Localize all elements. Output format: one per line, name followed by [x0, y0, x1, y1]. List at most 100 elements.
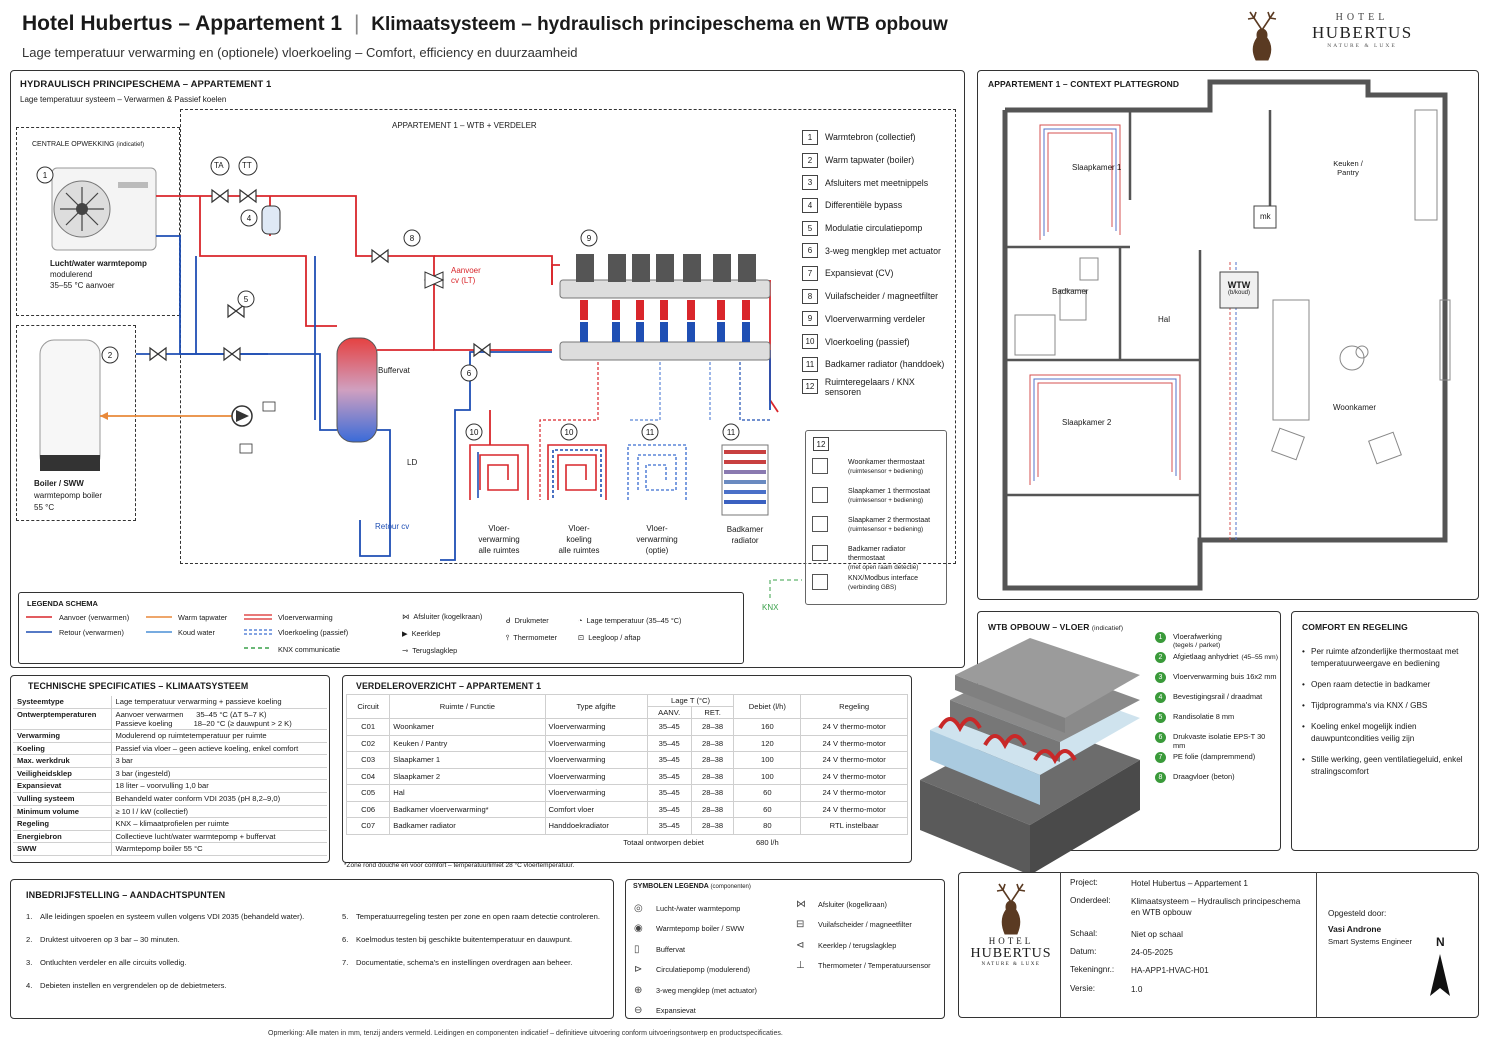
item-text: Temperatuurregeling testen per zone en o… [356, 912, 600, 921]
spec-value: KNX – klimaatprofielen per ruimte [111, 817, 327, 831]
symbols-title: SYMBOLEN LEGENDA (componenten) [633, 883, 751, 890]
legend-sym-drukmeter: ᑯ Drukmeter [506, 616, 549, 625]
titleblock-divider-2 [1316, 872, 1317, 1018]
spec-key: SWW [13, 842, 112, 857]
table-cell: RTL instelbaar [800, 817, 908, 835]
col-ruimte: Ruimte / Functie [389, 694, 546, 719]
bullet: • [1302, 755, 1305, 764]
numlist-text: Vloerkoeling (passief) [825, 336, 910, 347]
symbol-label: Thermometer / Temperatuursensor [818, 961, 931, 971]
pump-icon: ⊳ [634, 964, 643, 976]
tb-value: HA-APP1-HVAC-H01 [1131, 965, 1315, 976]
spec-value-line: KNX – klimaatprofielen per ruimte [115, 819, 230, 829]
numlist-text: 3-weg mengklep met actuator [825, 245, 941, 256]
sensor-item: Slaapkamer 2 thermostaat(ruimtesensor + … [812, 516, 944, 545]
symbol-item: ⊳Circulatiepomp (modulerend) [634, 960, 794, 981]
item-text: Alle leidingen spoelen en systeem vullen… [40, 912, 305, 921]
svg-text:5: 5 [244, 295, 249, 304]
comfort-panel [1291, 611, 1479, 851]
commissioning-item: 1.Alle leidingen spoelen en systeem vull… [26, 912, 336, 935]
spec-value: Lage temperatuur verwarming + passieve k… [111, 696, 327, 710]
verdeler-title: VERDELEROVERZICHT – APPARTEMENT 1 [356, 681, 542, 691]
layer-number: 7 [1155, 752, 1166, 763]
central-generation-title: CENTRALE OPWEKKING (indicatief) [32, 141, 145, 148]
spec-value: Warmtepomp boiler 55 °C [111, 842, 327, 857]
legend-vloerverwarming: Vloerverwarming [278, 613, 333, 622]
floorplan-panel [977, 70, 1479, 600]
numlist-text: Modulatie circulatiepomp [825, 223, 923, 234]
col-ret: RET. [690, 706, 735, 719]
spec-key: Minimum volume [13, 805, 112, 819]
commissioning-item: 2.Druktest uitvoeren op 3 bar – 30 minut… [26, 935, 336, 958]
numlist-number: 4 [802, 197, 818, 213]
spec-key: Koeling [13, 742, 112, 756]
sensor-sub: (ruimtesensor + bediening) [848, 526, 924, 533]
commissioning-item: 6.Koelmodus testen bij geschikte buitent… [342, 935, 610, 958]
layer-title: Bevestigingsrail / draadmat [1173, 692, 1263, 701]
spec-value-line: ≥ 10 l / kW (collectief) [115, 806, 189, 816]
spec-value-line: 18 liter – voorvulling 1,0 bar [115, 781, 209, 791]
verdeler-table: Circuit Ruimte / Functie Type afgifte La… [345, 694, 908, 851]
comfort-item: •Open raam detectie in badkamer [1302, 679, 1472, 691]
symbol-item: ⊟Vuilafscheider / magneetfilter [796, 915, 944, 936]
comfort-item: •Stille werking, geen ventilatiegeluid, … [1302, 754, 1472, 778]
spec-value: Aanvoer verwarmen 35–45 °C (ΔT 5–7 K)Pas… [111, 708, 327, 731]
boiler-label: Boiler / SWW warmtepomp boiler 55 °C [34, 479, 103, 512]
thermostat-icon [812, 458, 828, 474]
tt-label: TT [242, 161, 252, 170]
room-keuken: Keuken /Pantry [1333, 159, 1363, 177]
thermometer-icon: ⊥ [796, 960, 805, 972]
svg-text:4: 4 [247, 214, 252, 223]
symbol-label: Afsluiter (kogelkraan) [818, 899, 887, 909]
spec-value: ≥ 10 l / kW (collectief) [111, 805, 327, 819]
item-text: Documentatie, schema's en instellingen o… [356, 958, 573, 967]
layer-number: 6 [1155, 732, 1166, 743]
numlist-number: 12 [802, 379, 818, 395]
drain-icons [239, 401, 276, 454]
commissioning-item: 7.Documentatie, schema's en instellingen… [342, 958, 610, 981]
low-temp-icon: ◔ [578, 616, 583, 625]
commissioning-item: 3.Ontluchten verdeler en alle circuits v… [26, 958, 336, 981]
circulation-pump-icon [231, 405, 253, 427]
numlist-number: 6 [802, 243, 818, 259]
item-text: Druktest uitvoeren op 3 bar – 30 minuten… [40, 935, 180, 944]
layer-sub: (45–55 mm) [1241, 654, 1278, 661]
buffer-icon: ▯ [634, 943, 640, 955]
specs-title: TECHNISCHE SPECIFICATIES – KLIMAATSYSTEE… [28, 681, 249, 691]
svg-text:8: 8 [410, 234, 415, 243]
sensors-number: 12 [813, 437, 829, 451]
spec-key: Veiligheidsklep [13, 767, 112, 781]
symbol-item: ⋈Afsluiter (kogelkraan) [796, 894, 944, 915]
col-circuit: Circuit [345, 694, 391, 719]
spec-key: Energiebron [13, 830, 112, 844]
spec-value-line: Behandeld water conform VDI 2035 (pH 8,2… [115, 794, 281, 804]
heatpump-unit [51, 167, 157, 251]
numlist-number: 1 [802, 129, 818, 145]
spec-value-line: Passief via vloer – geen actieve koeling… [115, 743, 299, 753]
comfort-item: •Per ruimte afzonderlijke thermostaat me… [1302, 646, 1472, 670]
spec-value-line: 3 bar [115, 756, 133, 766]
legend-tapwater: Warm tapwater [178, 613, 228, 622]
numlist-number: 7 [802, 265, 818, 281]
tb-value: Niet op schaal [1131, 929, 1315, 940]
page-tagline: Lage temperatuur verwarming en (optionel… [22, 45, 578, 60]
item-text: Koelmodus testen bij geschikte buitentem… [356, 935, 573, 944]
numlist-text: Ruimteregelaars / KNX sensoren [824, 376, 915, 397]
numlist-text: Warm tapwater (boiler) [825, 155, 915, 166]
spec-value-line: Lage temperatuur verwarming + passieve k… [115, 697, 282, 706]
spec-key: Vulling systeem [13, 792, 112, 806]
room-hal: Hal [1158, 315, 1171, 324]
legend-line-samples [26, 614, 272, 649]
